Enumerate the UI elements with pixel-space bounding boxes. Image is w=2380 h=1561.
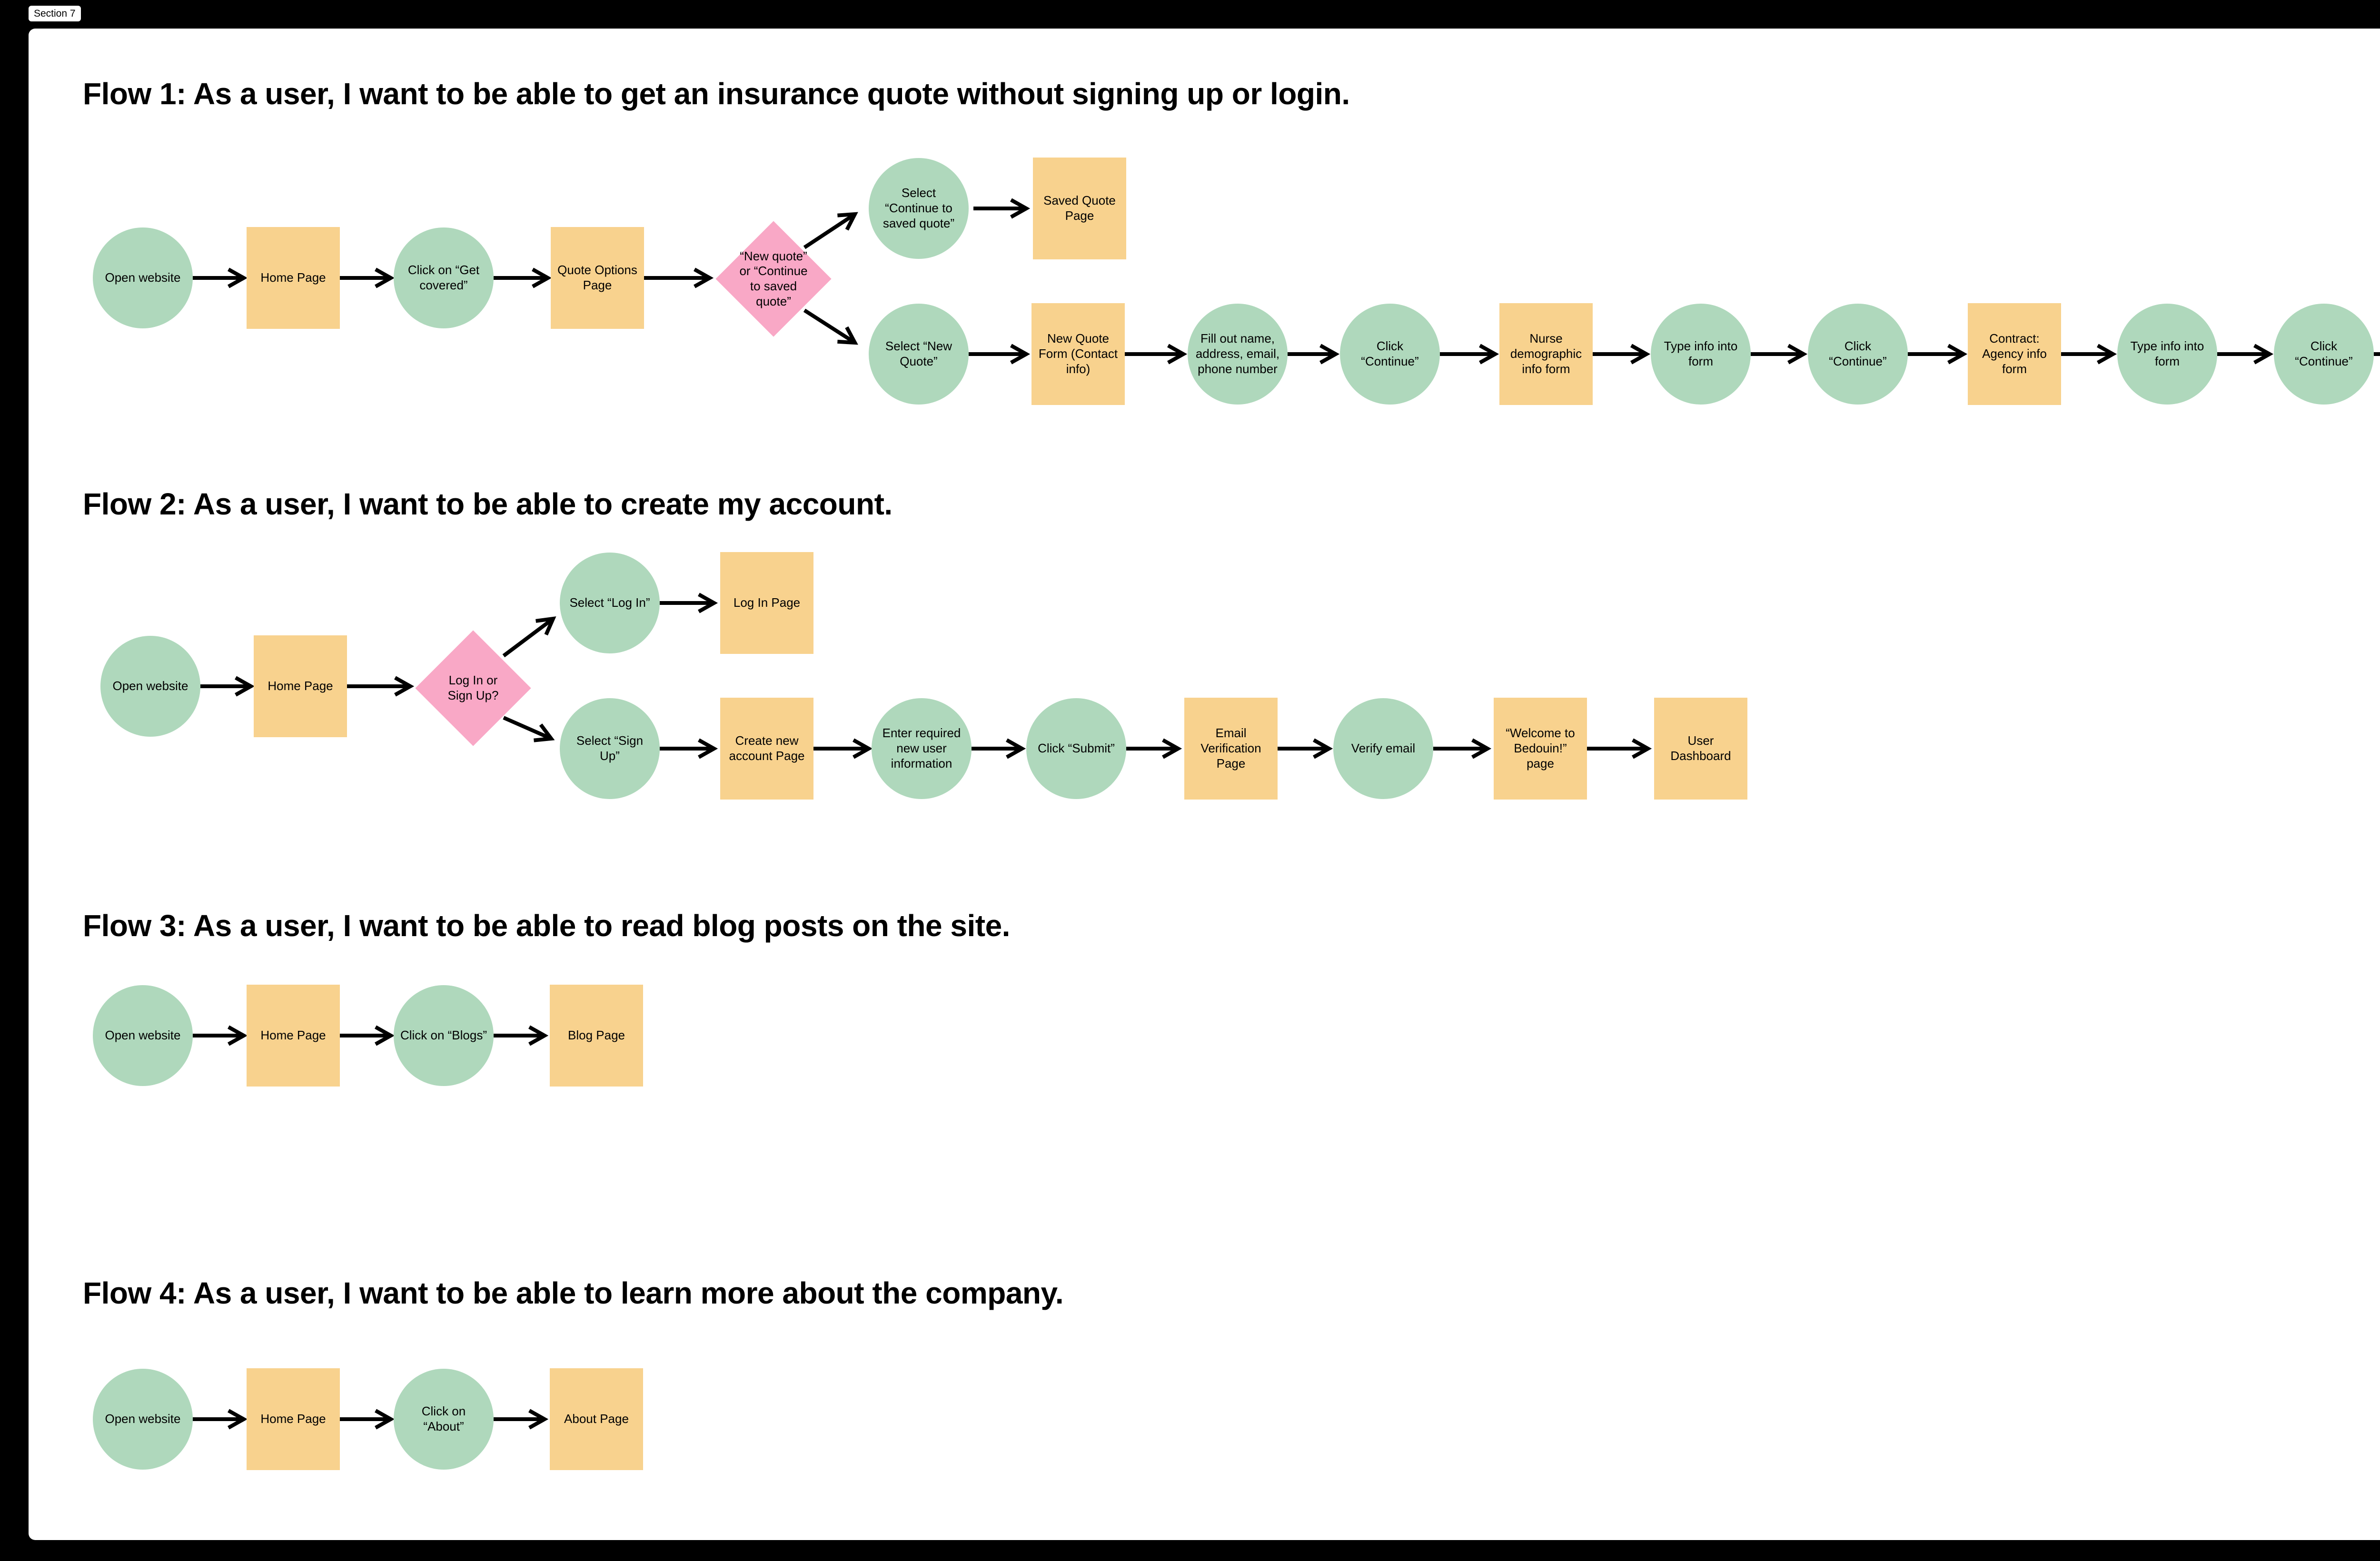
node-contract-agency-form[interactable]: Contract: Agency info form <box>1968 303 2061 405</box>
node-select-continue-saved-quote[interactable]: Select “Continue to saved quote” <box>869 158 969 259</box>
node-blog-page[interactable]: Blog Page <box>550 985 643 1087</box>
node-home-page-f2[interactable]: Home Page <box>254 635 347 737</box>
node-create-account-page[interactable]: Create new account Page <box>720 698 813 800</box>
node-label: Click “Continue” <box>1361 339 1419 368</box>
node-label: “Welcome to Bedouin!” page <box>1506 726 1575 771</box>
node-user-dashboard[interactable]: User Dashboard <box>1654 698 1747 800</box>
flow-4-title[interactable]: Flow 4: As a user, I want to be able to … <box>83 1276 1064 1310</box>
node-label: Click on “About” <box>421 1404 466 1433</box>
node-home-page-f3[interactable]: Home Page <box>247 985 340 1087</box>
node-label: Home Page <box>260 1412 326 1426</box>
node-label: Create new account Page <box>729 733 805 763</box>
node-select-sign-up[interactable]: Select “Sign Up” <box>560 698 660 799</box>
node-email-verification-page[interactable]: Email Verification Page <box>1184 698 1278 800</box>
flow-2-title[interactable]: Flow 2: As a user, I want to be able to … <box>83 487 892 521</box>
node-label: Type info into form <box>1664 339 1738 368</box>
node-open-website-f4[interactable]: Open website <box>93 1369 193 1470</box>
node-label: Fill out name, address, email, phone num… <box>1195 331 1280 376</box>
decision-new-or-saved-quote[interactable]: “New quote” or “Continue to saved quote” <box>715 220 832 337</box>
node-label: Open website <box>105 1412 181 1426</box>
node-label: Select “Log In” <box>569 595 650 610</box>
node-open-website-f3[interactable]: Open website <box>93 985 193 1086</box>
node-label: About Page <box>564 1412 629 1426</box>
node-label: Open website <box>112 679 188 693</box>
node-label: Log In Page <box>733 595 801 610</box>
node-label: New Quote Form (Contact info) <box>1038 331 1118 376</box>
node-home-page[interactable]: Home Page <box>247 227 340 329</box>
node-label: User Dashboard <box>1670 733 1731 763</box>
node-label: Contract: Agency info form <box>1982 331 2047 376</box>
node-label: “New quote” or “Continue to saved quote” <box>739 248 808 308</box>
node-click-continue-1[interactable]: Click “Continue” <box>1340 304 1440 405</box>
flow-1-title[interactable]: Flow 1: As a user, I want to be able to … <box>83 77 1350 111</box>
node-label: Select “Continue to saved quote” <box>883 186 955 230</box>
node-click-get-covered[interactable]: Click on “Get covered” <box>394 227 494 328</box>
node-enter-user-info[interactable]: Enter required new user information <box>872 698 972 799</box>
node-label: Blog Page <box>568 1028 625 1043</box>
node-click-continue-2[interactable]: Click “Continue” <box>1808 304 1908 405</box>
node-label: Open website <box>105 270 181 285</box>
node-nurse-demographic-form[interactable]: Nurse demographic info form <box>1499 303 1593 405</box>
node-label: Home Page <box>260 270 326 285</box>
node-about-page[interactable]: About Page <box>550 1368 643 1470</box>
node-label: Select “Sign Up” <box>576 733 644 763</box>
node-label: Email Verification Page <box>1200 726 1261 771</box>
node-home-page-f4[interactable]: Home Page <box>247 1368 340 1470</box>
node-label: Select “New Quote” <box>885 339 952 368</box>
node-click-blogs[interactable]: Click on “Blogs” <box>394 985 494 1086</box>
node-type-info-1[interactable]: Type info into form <box>1651 304 1751 405</box>
node-verify-email[interactable]: Verify email <box>1333 698 1433 799</box>
node-label: Click “Continue” <box>1829 339 1887 368</box>
node-label: Nurse demographic info form <box>1510 331 1582 376</box>
node-label: Enter required new user information <box>882 726 961 771</box>
node-label: Click on “Get covered” <box>407 263 480 292</box>
node-label: Saved Quote Page <box>1043 193 1116 223</box>
node-new-quote-form[interactable]: New Quote Form (Contact info) <box>1031 303 1125 405</box>
node-welcome-bedouin-page[interactable]: “Welcome to Bedouin!” page <box>1494 698 1587 800</box>
node-click-submit[interactable]: Click “Submit” <box>1026 698 1126 799</box>
node-label: Click “Continue” <box>2295 339 2353 368</box>
section-label-chip[interactable]: Section 7 <box>29 6 81 22</box>
node-label: Log In or Sign Up? <box>447 673 499 702</box>
node-fill-out-contact-info[interactable]: Fill out name, address, email, phone num… <box>1188 304 1288 405</box>
node-open-website[interactable]: Open website <box>93 227 193 328</box>
node-label: Click “Submit” <box>1038 741 1115 756</box>
flow-3-title[interactable]: Flow 3: As a user, I want to be able to … <box>83 909 1010 943</box>
node-label: Verify email <box>1351 741 1416 756</box>
node-label: Home Page <box>260 1028 326 1043</box>
node-label: Type info into form <box>2130 339 2204 368</box>
node-saved-quote-page[interactable]: Saved Quote Page <box>1033 158 1126 259</box>
node-label: Click on “Blogs” <box>400 1028 487 1043</box>
node-log-in-page[interactable]: Log In Page <box>720 552 813 654</box>
node-type-info-2[interactable]: Type info into form <box>2117 304 2217 405</box>
node-select-log-in[interactable]: Select “Log In” <box>560 553 660 653</box>
node-open-website-f2[interactable]: Open website <box>100 636 200 737</box>
node-click-continue-3[interactable]: Click “Continue” <box>2274 304 2374 405</box>
node-label: Open website <box>105 1028 181 1043</box>
node-label: Home Page <box>268 679 333 693</box>
node-quote-options-page[interactable]: Quote Options Page <box>551 227 644 329</box>
decision-login-or-signup[interactable]: Log In or Sign Up? <box>415 630 532 747</box>
node-click-about[interactable]: Click on “About” <box>394 1369 494 1470</box>
node-label: Quote Options Page <box>557 263 637 292</box>
node-select-new-quote[interactable]: Select “New Quote” <box>869 304 969 405</box>
